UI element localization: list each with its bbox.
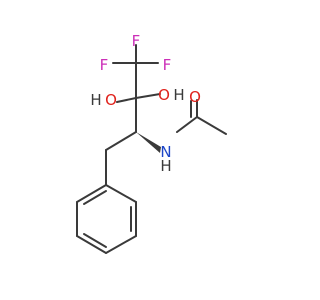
- hydroxyl-right-o-label: O: [158, 86, 170, 104]
- fluorine-left-label: F: [100, 56, 109, 74]
- molecule-diagram: F F F O H O H O N H: [76, 32, 227, 254]
- structure-canvas: F F F O H O H O N H: [76, 32, 227, 254]
- ring-bond-6: [76, 184, 107, 203]
- ring-bond-3: [105, 235, 137, 254]
- bond-n-carbonyl-c: [176, 116, 198, 133]
- ring-bond-1: [105, 184, 137, 203]
- bond-c3-ch2: [105, 131, 137, 151]
- ring-inner-3: [83, 190, 107, 205]
- carbonyl-o-label: O: [189, 88, 201, 106]
- fluorine-right-label: F: [163, 56, 172, 74]
- ring-inner-2: [83, 233, 107, 248]
- fluorine-top-label: F: [132, 32, 141, 50]
- ring-bond-4: [76, 235, 107, 254]
- wedge-bond-c3-n: [136, 132, 161, 153]
- hydroxyl-left-o-label: O: [105, 91, 117, 109]
- hydroxyl-right-h-label: H: [173, 86, 184, 104]
- hydroxyl-left-h-label: H: [90, 91, 101, 109]
- bond-lines: [76, 44, 227, 254]
- amide-h-label: H: [160, 157, 171, 175]
- bond-c2-oh-right: [135, 93, 161, 99]
- bond-carbonyl-methyl: [196, 116, 227, 135]
- bond-c2-oh-left: [116, 97, 137, 103]
- amide-n-label: N: [160, 143, 171, 161]
